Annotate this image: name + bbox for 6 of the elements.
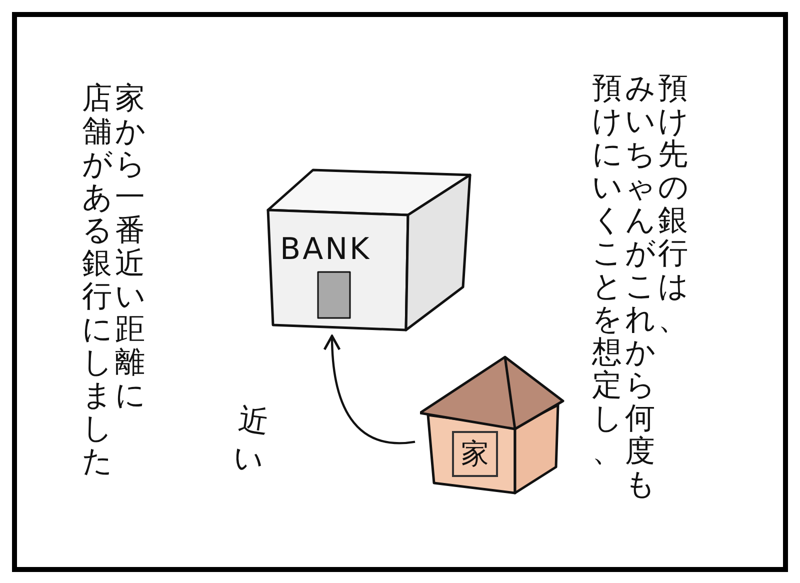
curved-arrow [324, 334, 416, 444]
vertical-caption: 家から一番近い距離に店舗がある銀行にしました [82, 82, 145, 478]
edge-label: 近い [230, 400, 272, 482]
sign-text: BANK [280, 231, 372, 269]
vertical-caption: 預け先の銀行は、みいちゃんがこれから何度も預けにいくことを想定し、 [592, 72, 688, 501]
house-sign: 家 [452, 431, 498, 477]
